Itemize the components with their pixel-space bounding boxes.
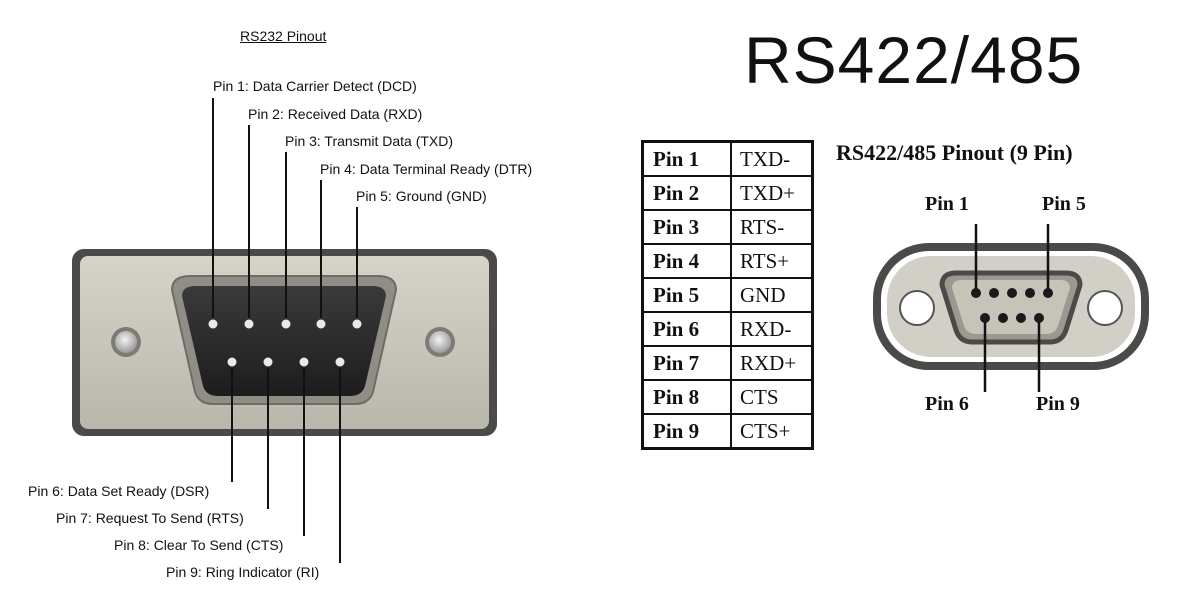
rs422-pin-9 — [1034, 313, 1044, 323]
rs232-pin-6 — [227, 357, 237, 367]
pinout-pin-cell: Pin 3 — [641, 209, 732, 245]
rs232-pin-5 — [352, 319, 362, 329]
rs232-pin3-label: Pin 3: Transmit Data (TXD) — [285, 133, 454, 149]
rs232-pin-7 — [263, 357, 273, 367]
rs232-pin7-label: Pin 7: Request To Send (RTS) — [56, 510, 244, 526]
rs422-connector — [873, 243, 1149, 370]
rs422-pinout-subtitle: RS422/485 Pinout (9 Pin) — [836, 140, 1073, 165]
rs422-right-hole — [1087, 290, 1123, 326]
rs232-right-screw-head — [429, 331, 451, 353]
rs232-pin-3 — [281, 319, 291, 329]
pinout-signal-cell: RTS- — [730, 209, 814, 245]
rs232-pin-2 — [244, 319, 254, 329]
pinout-pin-cell: Pin 7 — [641, 345, 732, 381]
db9-pin6-label: Pin 6 — [925, 393, 969, 415]
pinout-signal-cell: RXD- — [730, 311, 814, 347]
rs422-pin-7 — [998, 313, 1008, 323]
rs422-d-face — [952, 280, 1070, 334]
pinout-signal-cell: GND — [730, 277, 814, 313]
rs232-left-screw-head — [115, 331, 137, 353]
rs232-pin1-label: Pin 1: Data Carrier Detect (DCD) — [213, 78, 417, 94]
rs232-pin-1 — [208, 319, 218, 329]
rs232-title: RS232 Pinout — [240, 28, 327, 44]
rs422-pin-3 — [1007, 288, 1017, 298]
rs232-pin2-label: Pin 2: Received Data (RXD) — [248, 106, 423, 122]
pinout-pin-cell: Pin 2 — [641, 175, 732, 211]
pinout-pin-cell: Pin 1 — [641, 140, 732, 177]
pinout-pin-cell: Pin 6 — [641, 311, 732, 347]
rs422-pin-1 — [971, 288, 981, 298]
pinout-signal-cell: CTS — [730, 379, 814, 415]
pinout-signal-cell: RXD+ — [730, 345, 814, 381]
pinout-pin-cell: Pin 4 — [641, 243, 732, 279]
rs232-pin6-label: Pin 6: Data Set Ready (DSR) — [28, 483, 210, 499]
rs232-pin4-label: Pin 4: Data Terminal Ready (DTR) — [320, 161, 533, 177]
rs422-pin-5 — [1043, 288, 1053, 298]
rs232-pin-9 — [335, 357, 345, 367]
pinout-pin-cell: Pin 8 — [641, 379, 732, 415]
pinout-pin-cell: Pin 9 — [641, 413, 732, 450]
rs422-pin-6 — [980, 313, 990, 323]
rs422-heading: RS422/485 — [744, 23, 1084, 97]
pinout-signal-cell: TXD+ — [730, 175, 814, 211]
db9-pin5-label: Pin 5 — [1042, 193, 1086, 215]
rs232-pin8-label: Pin 8: Clear To Send (CTS) — [114, 537, 284, 553]
pinout-signal-cell: RTS+ — [730, 243, 814, 279]
rs422-pin-2 — [989, 288, 999, 298]
db9-pin9-label: Pin 9 — [1036, 393, 1080, 415]
pinout-pin-cell: Pin 5 — [641, 277, 732, 313]
rs232-connector — [72, 249, 497, 436]
rs422-left-hole — [899, 290, 935, 326]
rs422-pin-8 — [1016, 313, 1026, 323]
rs422-leader-lines — [974, 224, 1050, 392]
rs422-pin-4 — [1025, 288, 1035, 298]
pinout-signal-cell: CTS+ — [730, 413, 814, 450]
rs232-pin9-label: Pin 9: Ring Indicator (RI) — [166, 564, 320, 580]
rs232-leader-lines — [212, 98, 358, 563]
pinout-signal-cell: TXD- — [730, 140, 814, 177]
db9-pin1-label: Pin 1 — [925, 193, 969, 215]
rs232-pin-4 — [316, 319, 326, 329]
rs232-pin5-label: Pin 5: Ground (GND) — [356, 188, 487, 204]
rs232-pin-8 — [299, 357, 309, 367]
